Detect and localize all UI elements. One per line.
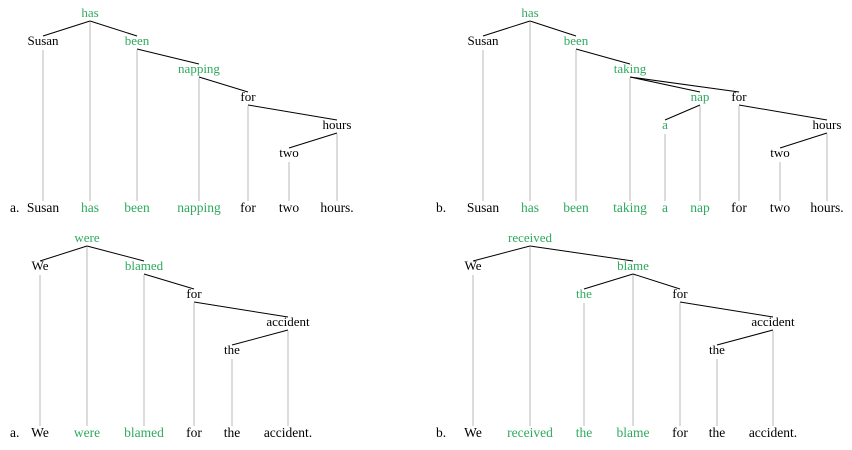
tree-node: blame — [617, 258, 649, 273]
tree-label: a. — [10, 425, 19, 440]
tree-panel-top-left: Susan has been napping for two hours a. Susan has… — [0, 0, 426, 225]
tree-node: taking — [614, 61, 647, 76]
tree-node: We — [465, 258, 482, 273]
sentence-word: for — [186, 425, 202, 440]
sentence-word: for — [672, 425, 688, 440]
tree-node: has — [521, 5, 538, 20]
tree-svg-2: We were blamed for the accident a. We were blamed… — [10, 230, 312, 440]
dependency-edge — [529, 245, 634, 262]
sentence-word: Susan — [27, 200, 60, 215]
tree-node: accident — [751, 314, 795, 329]
dependency-edge — [231, 329, 289, 346]
tree-svg-3: We received the blame for the accident b. We rece… — [436, 230, 797, 440]
dependency-edge — [738, 104, 828, 121]
dependency-edge — [247, 104, 338, 121]
tree-node: two — [770, 145, 790, 160]
tree-node: the — [224, 342, 240, 357]
sentence-word: the — [576, 425, 593, 440]
sentence-word: two — [279, 200, 300, 215]
dependency-edge — [89, 20, 138, 37]
dependency-edge — [583, 273, 634, 290]
sentence-word: taking — [613, 200, 647, 215]
dependency-edge — [482, 20, 531, 37]
dependency-edge — [193, 301, 289, 318]
tree-panel-bottom-right: We received the blame for the accident b. We rece… — [426, 225, 852, 450]
sentence-word: blamed — [124, 425, 164, 440]
tree-node: the — [576, 286, 592, 301]
sentence-word: accident. — [749, 425, 797, 440]
tree-node: We — [32, 258, 49, 273]
dependency-edge — [86, 245, 145, 262]
sentence-word: the — [709, 425, 726, 440]
dependency-edge — [679, 301, 774, 318]
tree-node: been — [564, 33, 589, 48]
tree-node: two — [279, 145, 299, 160]
dependency-edge — [629, 76, 740, 93]
tree-svg-0: Susan has been napping for two hours a. Susan has… — [10, 5, 354, 215]
sentence-word: We — [31, 425, 49, 440]
sentence-word: has — [521, 200, 539, 215]
tree-node: has — [81, 5, 98, 20]
sentence-word: been — [124, 200, 150, 215]
dependency-edge — [288, 132, 338, 149]
dependency-edge — [42, 20, 91, 37]
sentence-word: hours. — [320, 200, 353, 215]
dependency-edge — [143, 273, 195, 290]
sentence-word: for — [731, 200, 747, 215]
tree-label: b. — [436, 200, 446, 215]
dependency-edge — [529, 20, 577, 37]
sentence-word: has — [81, 200, 99, 215]
sentence-word: blame — [617, 425, 650, 440]
sentence-word: for — [240, 200, 256, 215]
dependency-edge — [664, 104, 701, 121]
sentence-word: a — [662, 200, 668, 215]
dependency-edge — [779, 132, 828, 149]
tree-node: for — [186, 286, 202, 301]
tree-panel-bottom-left: We were blamed for the accident a. We were blamed… — [0, 225, 426, 450]
tree-node: accident — [266, 314, 310, 329]
sentence-word: been — [563, 200, 589, 215]
tree-node: for — [240, 89, 256, 104]
tree-node: received — [508, 230, 553, 245]
sentence-word: nap — [690, 200, 710, 215]
sentence-word: hours. — [810, 200, 843, 215]
sentence-word: were — [74, 425, 100, 440]
tree-node: blamed — [125, 258, 164, 273]
dependency-edge — [629, 76, 701, 93]
tree-node: napping — [178, 61, 220, 76]
sentence-word: two — [770, 200, 791, 215]
tree-node: for — [731, 89, 747, 104]
sentence-word: accident. — [264, 425, 312, 440]
tree-node: Susan — [27, 33, 59, 48]
tree-node: Susan — [467, 33, 499, 48]
dependency-edge — [39, 245, 88, 262]
tree-node: the — [709, 342, 725, 357]
dependency-edge — [632, 273, 681, 290]
sentence-word: We — [464, 425, 482, 440]
tree-node: for — [672, 286, 688, 301]
tree-label: b. — [436, 425, 446, 440]
sentence-word: received — [507, 425, 553, 440]
dependency-edge — [575, 48, 631, 65]
sentence-word: napping — [177, 200, 221, 215]
dependency-edge — [136, 48, 200, 65]
tree-node: were — [74, 230, 99, 245]
sentence-word: the — [224, 425, 241, 440]
tree-node: been — [125, 33, 150, 48]
sentence-word: Susan — [467, 200, 500, 215]
tree-node: hours — [813, 117, 842, 132]
tree-node: a — [662, 117, 668, 132]
tree-node: nap — [691, 89, 710, 104]
tree-label: a. — [10, 200, 19, 215]
tree-node: hours — [323, 117, 352, 132]
dependency-edge — [198, 76, 249, 93]
dependency-edge — [472, 245, 531, 262]
dependency-edge — [716, 329, 774, 346]
